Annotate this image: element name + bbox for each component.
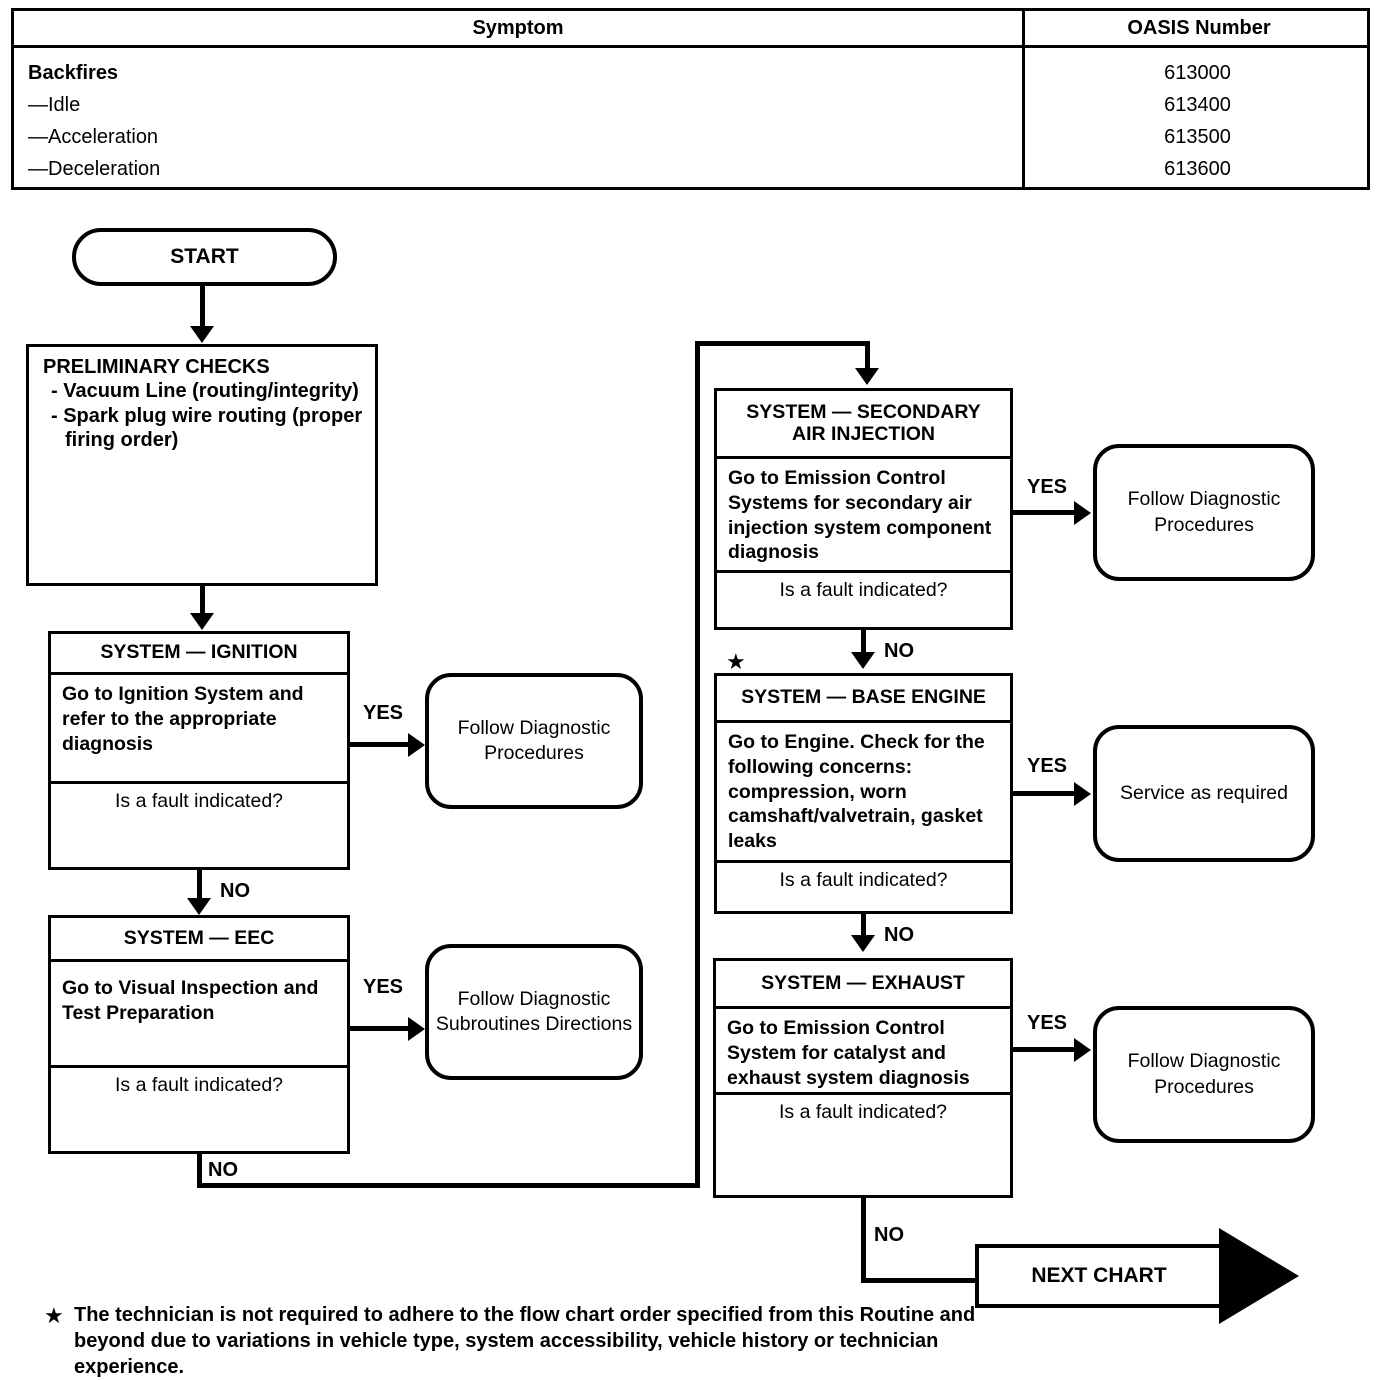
exhaust-yes-label: YES (1027, 1012, 1068, 1034)
connector-start-to-preliminary (200, 286, 205, 331)
system-eec-body: Go to Visual Inspection and Test Prepara… (51, 962, 347, 1068)
table-cell-oasis: 613500 (1164, 126, 1231, 148)
connector-eec-no-right (197, 1183, 700, 1188)
secondary-air-yes-target: Follow Diagnostic Procedures (1093, 444, 1315, 581)
connector-eec-yes (350, 1026, 412, 1031)
arrow-right-icon (408, 1017, 425, 1041)
connector-ignition-no (197, 870, 202, 904)
exhaust-yes-target-label: Follow Diagnostic Procedures (1127, 1050, 1281, 1098)
system-secondary-air-question: Is a fault indicated? (779, 579, 948, 601)
footnote-text: The technician is not required to adhere… (74, 1304, 976, 1378)
connector-secondary-air-no (861, 630, 866, 660)
star-marker-icon: ★ (726, 649, 746, 674)
table-header-row (14, 11, 1367, 48)
system-eec-box: SYSTEM — EEC Go to Visual Inspection and… (48, 915, 350, 1154)
preliminary-checks-line-3: firing order) (65, 429, 179, 452)
table-column-divider (1022, 11, 1025, 187)
base-engine-yes-label: YES (1027, 755, 1068, 777)
connector-base-engine-yes (1013, 791, 1078, 796)
connector-into-secondary-air (865, 341, 870, 373)
preliminary-checks-title: PRELIMINARY CHECKS (43, 356, 270, 378)
system-exhaust-box: SYSTEM — EXHAUST Go to Emission Control … (713, 958, 1013, 1198)
system-ignition-question: Is a fault indicated? (114, 790, 284, 812)
table-cell-symptom: —Acceleration (28, 126, 159, 148)
footnote-star-icon: ★ (44, 1303, 64, 1328)
table-cell-symptom: Backfires (28, 62, 119, 84)
system-exhaust-question: Is a fault indicated? (778, 1101, 948, 1123)
arrow-down-icon (190, 326, 214, 343)
table-cell-symptom: —Deceleration (28, 158, 161, 180)
table-header-oasis: OASIS Number (1127, 17, 1271, 39)
next-chart-label: NEXT CHART (1031, 1264, 1167, 1287)
next-chart-arrowhead-icon (1219, 1228, 1299, 1324)
preliminary-checks-box: PRELIMINARY CHECKS - Vacuum Line (routin… (26, 344, 378, 586)
arrow-right-icon (1074, 782, 1091, 806)
system-base-engine-box: SYSTEM — BASE ENGINE Go to Engine. Check… (714, 673, 1013, 914)
preliminary-checks-line-1: - Vacuum Line (routing/integrity) (51, 380, 359, 403)
system-exhaust-body: Go to Emission Control System for cataly… (716, 1009, 1010, 1095)
secondary-air-yes-target-label: Follow Diagnostic Procedures (1127, 488, 1281, 536)
connector-feedback-vertical (695, 341, 700, 1188)
exhaust-no-label: NO (874, 1224, 904, 1246)
connector-ignition-yes (350, 742, 412, 747)
base-engine-yes-target: Service as required (1093, 725, 1315, 862)
secondary-air-no-label: NO (884, 640, 914, 662)
eec-no-label: NO (208, 1159, 238, 1181)
table-cell-oasis: 613600 (1164, 158, 1231, 180)
table-header-symptom: Symptom (472, 17, 564, 39)
start-node: START (72, 228, 337, 286)
ignition-yes-target: Follow Diagnostic Procedures (425, 673, 643, 809)
secondary-air-header-line-2: AIR INJECTION (791, 422, 935, 445)
next-chart-button[interactable]: NEXT CHART (975, 1244, 1223, 1308)
base-engine-no-label: NO (884, 924, 914, 946)
system-eec-header: SYSTEM — EEC (51, 918, 347, 962)
ignition-yes-target-label: Follow Diagnostic Procedures (457, 716, 611, 764)
preliminary-checks-line-2: - Spark plug wire routing (proper (51, 404, 363, 427)
table-cell-symptom: —Idle (28, 94, 81, 116)
system-secondary-air-header: SYSTEM — SECONDARY AIR INJECTION (717, 391, 1010, 459)
connector-exhaust-yes (1013, 1047, 1078, 1052)
system-secondary-air-box: SYSTEM — SECONDARY AIR INJECTION Go to E… (714, 388, 1013, 630)
system-base-engine-body: Go to Engine. Check for the following co… (717, 723, 1010, 863)
system-secondary-air-body: Go to Emission Control Systems for secon… (717, 459, 1010, 573)
arrow-down-icon (851, 652, 875, 669)
system-ignition-box: SYSTEM — IGNITION Go to Ignition System … (48, 631, 350, 870)
eec-yes-target-label: Follow Diagnostic Subroutines Directions (435, 987, 633, 1035)
connector-exhaust-no-down (861, 1198, 866, 1283)
system-ignition-header: SYSTEM — IGNITION (51, 634, 347, 675)
arrow-right-icon (1074, 501, 1091, 525)
arrow-down-icon (187, 898, 211, 915)
system-ignition-body: Go to Ignition System and refer to the a… (51, 675, 347, 784)
connector-exhaust-no-right (861, 1278, 981, 1283)
connector-feedback-top (695, 341, 870, 346)
table-cell-oasis: 613400 (1164, 94, 1231, 116)
eec-yes-label: YES (363, 976, 404, 998)
connector-eec-no-down (197, 1154, 202, 1188)
connector-secondary-air-yes (1013, 510, 1078, 515)
connector-base-engine-no (861, 914, 866, 942)
symptom-table: Symptom OASIS Number Backfires —Idle —Ac… (11, 8, 1370, 190)
arrow-down-icon (851, 935, 875, 952)
arrow-right-icon (1074, 1038, 1091, 1062)
system-base-engine-question: Is a fault indicated? (779, 869, 948, 891)
ignition-yes-label: YES (363, 702, 404, 724)
system-eec-question: Is a fault indicated? (114, 1074, 284, 1096)
eec-yes-target: Follow Diagnostic Subroutines Directions (425, 944, 643, 1080)
exhaust-yes-target: Follow Diagnostic Procedures (1093, 1006, 1315, 1143)
arrow-down-icon (855, 368, 879, 385)
arrow-right-icon (408, 733, 425, 757)
secondary-air-header-line-1: SYSTEM — SECONDARY (746, 400, 981, 423)
secondary-air-yes-label: YES (1027, 476, 1068, 498)
arrow-down-icon (190, 613, 214, 630)
ignition-no-label: NO (220, 880, 250, 902)
connector-preliminary-to-ignition (200, 586, 205, 618)
system-base-engine-header: SYSTEM — BASE ENGINE (717, 676, 1010, 723)
system-exhaust-header: SYSTEM — EXHAUST (716, 961, 1010, 1009)
base-engine-yes-target-label: Service as required (1120, 781, 1288, 804)
table-cell-oasis: 613000 (1164, 62, 1231, 84)
